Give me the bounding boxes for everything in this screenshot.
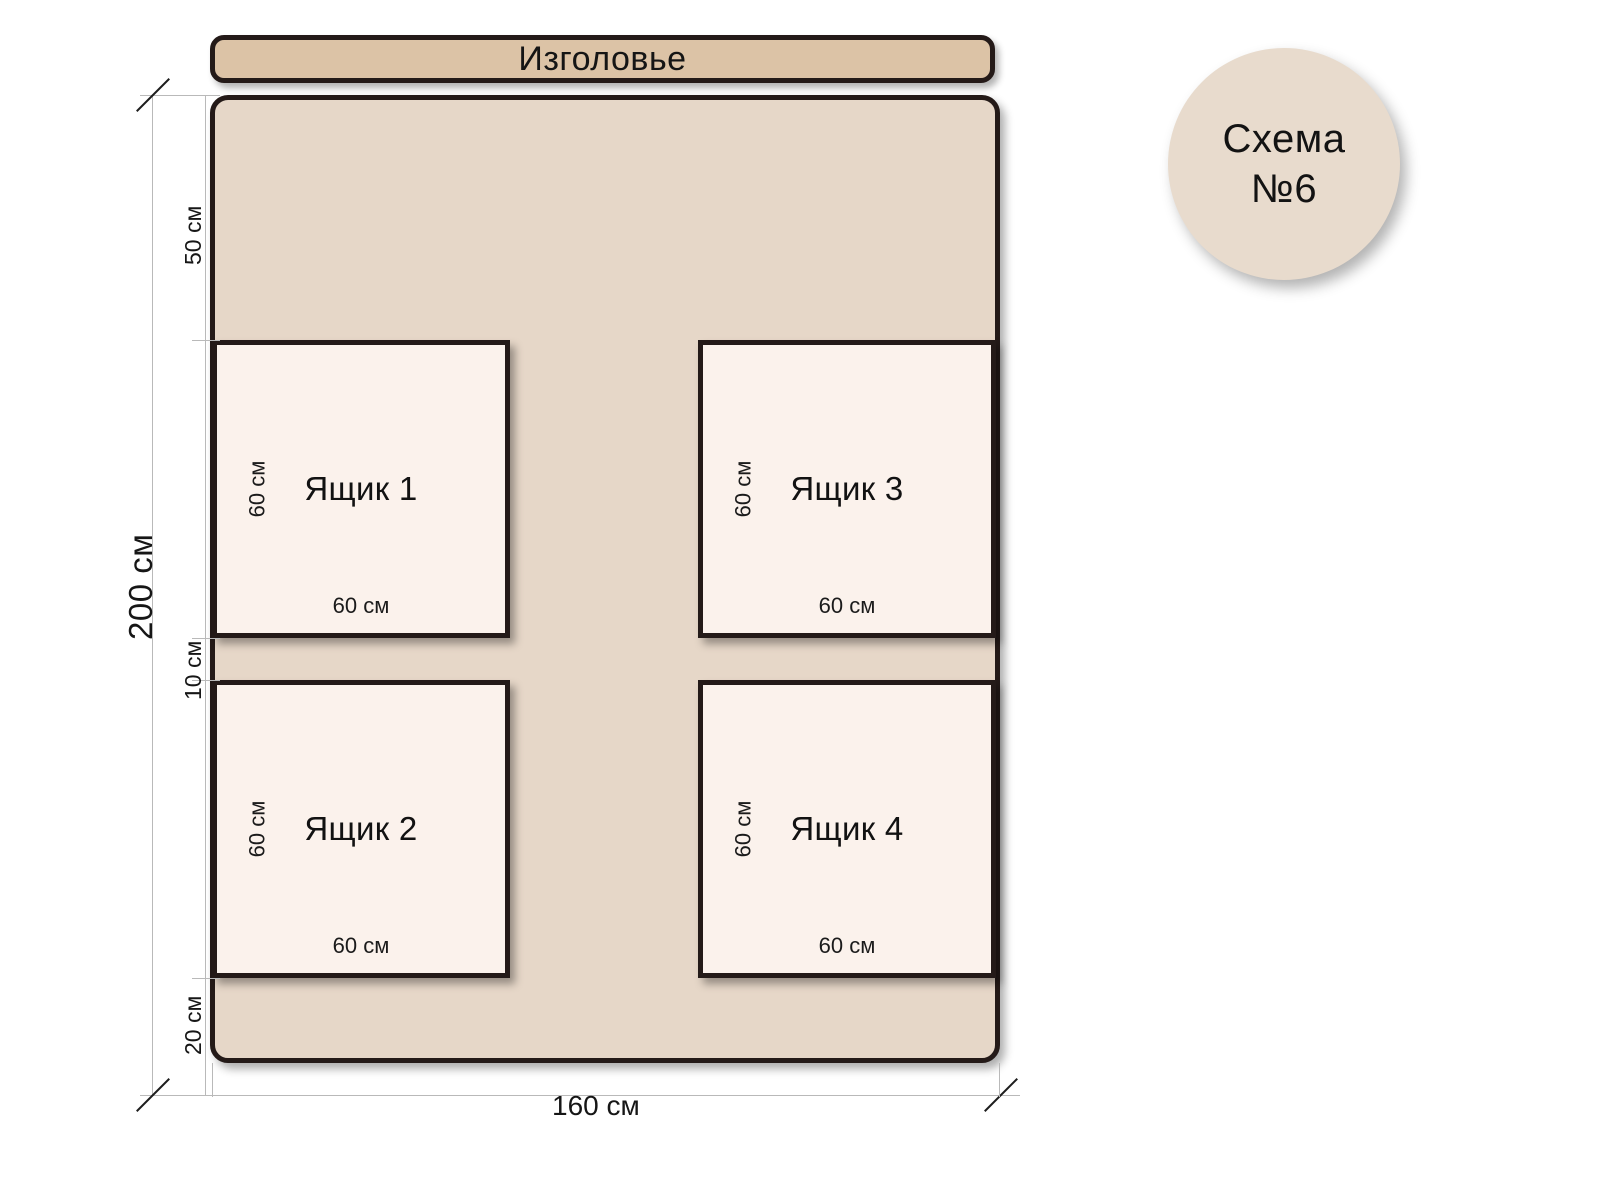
drawer-1[interactable]: 60 см Ящик 1 60 см	[212, 340, 510, 638]
witness-line-60a	[192, 638, 220, 639]
drawer-3[interactable]: 60 см Ящик 3 60 см	[698, 340, 996, 638]
width-dim-extension-left	[212, 1063, 213, 1097]
scheme-badge: Схема №6	[1168, 48, 1400, 280]
drawer-1-width-label: 60 см	[332, 593, 390, 618]
drawer-2-width-label: 60 см	[332, 933, 390, 958]
drawer-4-width-label: 60 см	[818, 933, 876, 958]
drawer-4-title: Ящик 4	[790, 810, 904, 847]
witness-line-bottom	[140, 1095, 1020, 1096]
witness-line-60b	[192, 978, 220, 979]
middle-gap-label: 10 см	[180, 640, 206, 700]
width-dim-extension-right	[999, 1063, 1000, 1097]
headboard: Изголовье	[210, 35, 995, 83]
total-height-label: 200 см	[122, 533, 159, 640]
witness-line-10	[192, 680, 220, 681]
scheme-badge-line-1: Схема	[1222, 117, 1346, 161]
scheme-badge-line-2: №6	[1250, 167, 1318, 211]
drawer-3-title: Ящик 3	[790, 470, 904, 507]
drawer-1-title: Ящик 1	[304, 470, 418, 507]
drawer-2-title: Ящик 2	[304, 810, 418, 847]
witness-line-50	[192, 340, 220, 341]
total-height-dim-line	[152, 95, 153, 1095]
total-width-label: 160 см	[552, 1090, 640, 1121]
drawer-2[interactable]: 60 см Ящик 2 60 см	[212, 680, 510, 978]
segment-dim-line	[205, 95, 206, 1095]
drawer-3-width-label: 60 см	[818, 593, 876, 618]
top-gap-label: 50 см	[180, 205, 206, 265]
witness-line-top	[140, 95, 220, 96]
drawer-4[interactable]: 60 см Ящик 4 60 см	[698, 680, 996, 978]
bottom-gap-label: 20 см	[180, 995, 206, 1055]
headboard-label: Изголовье	[518, 39, 687, 78]
